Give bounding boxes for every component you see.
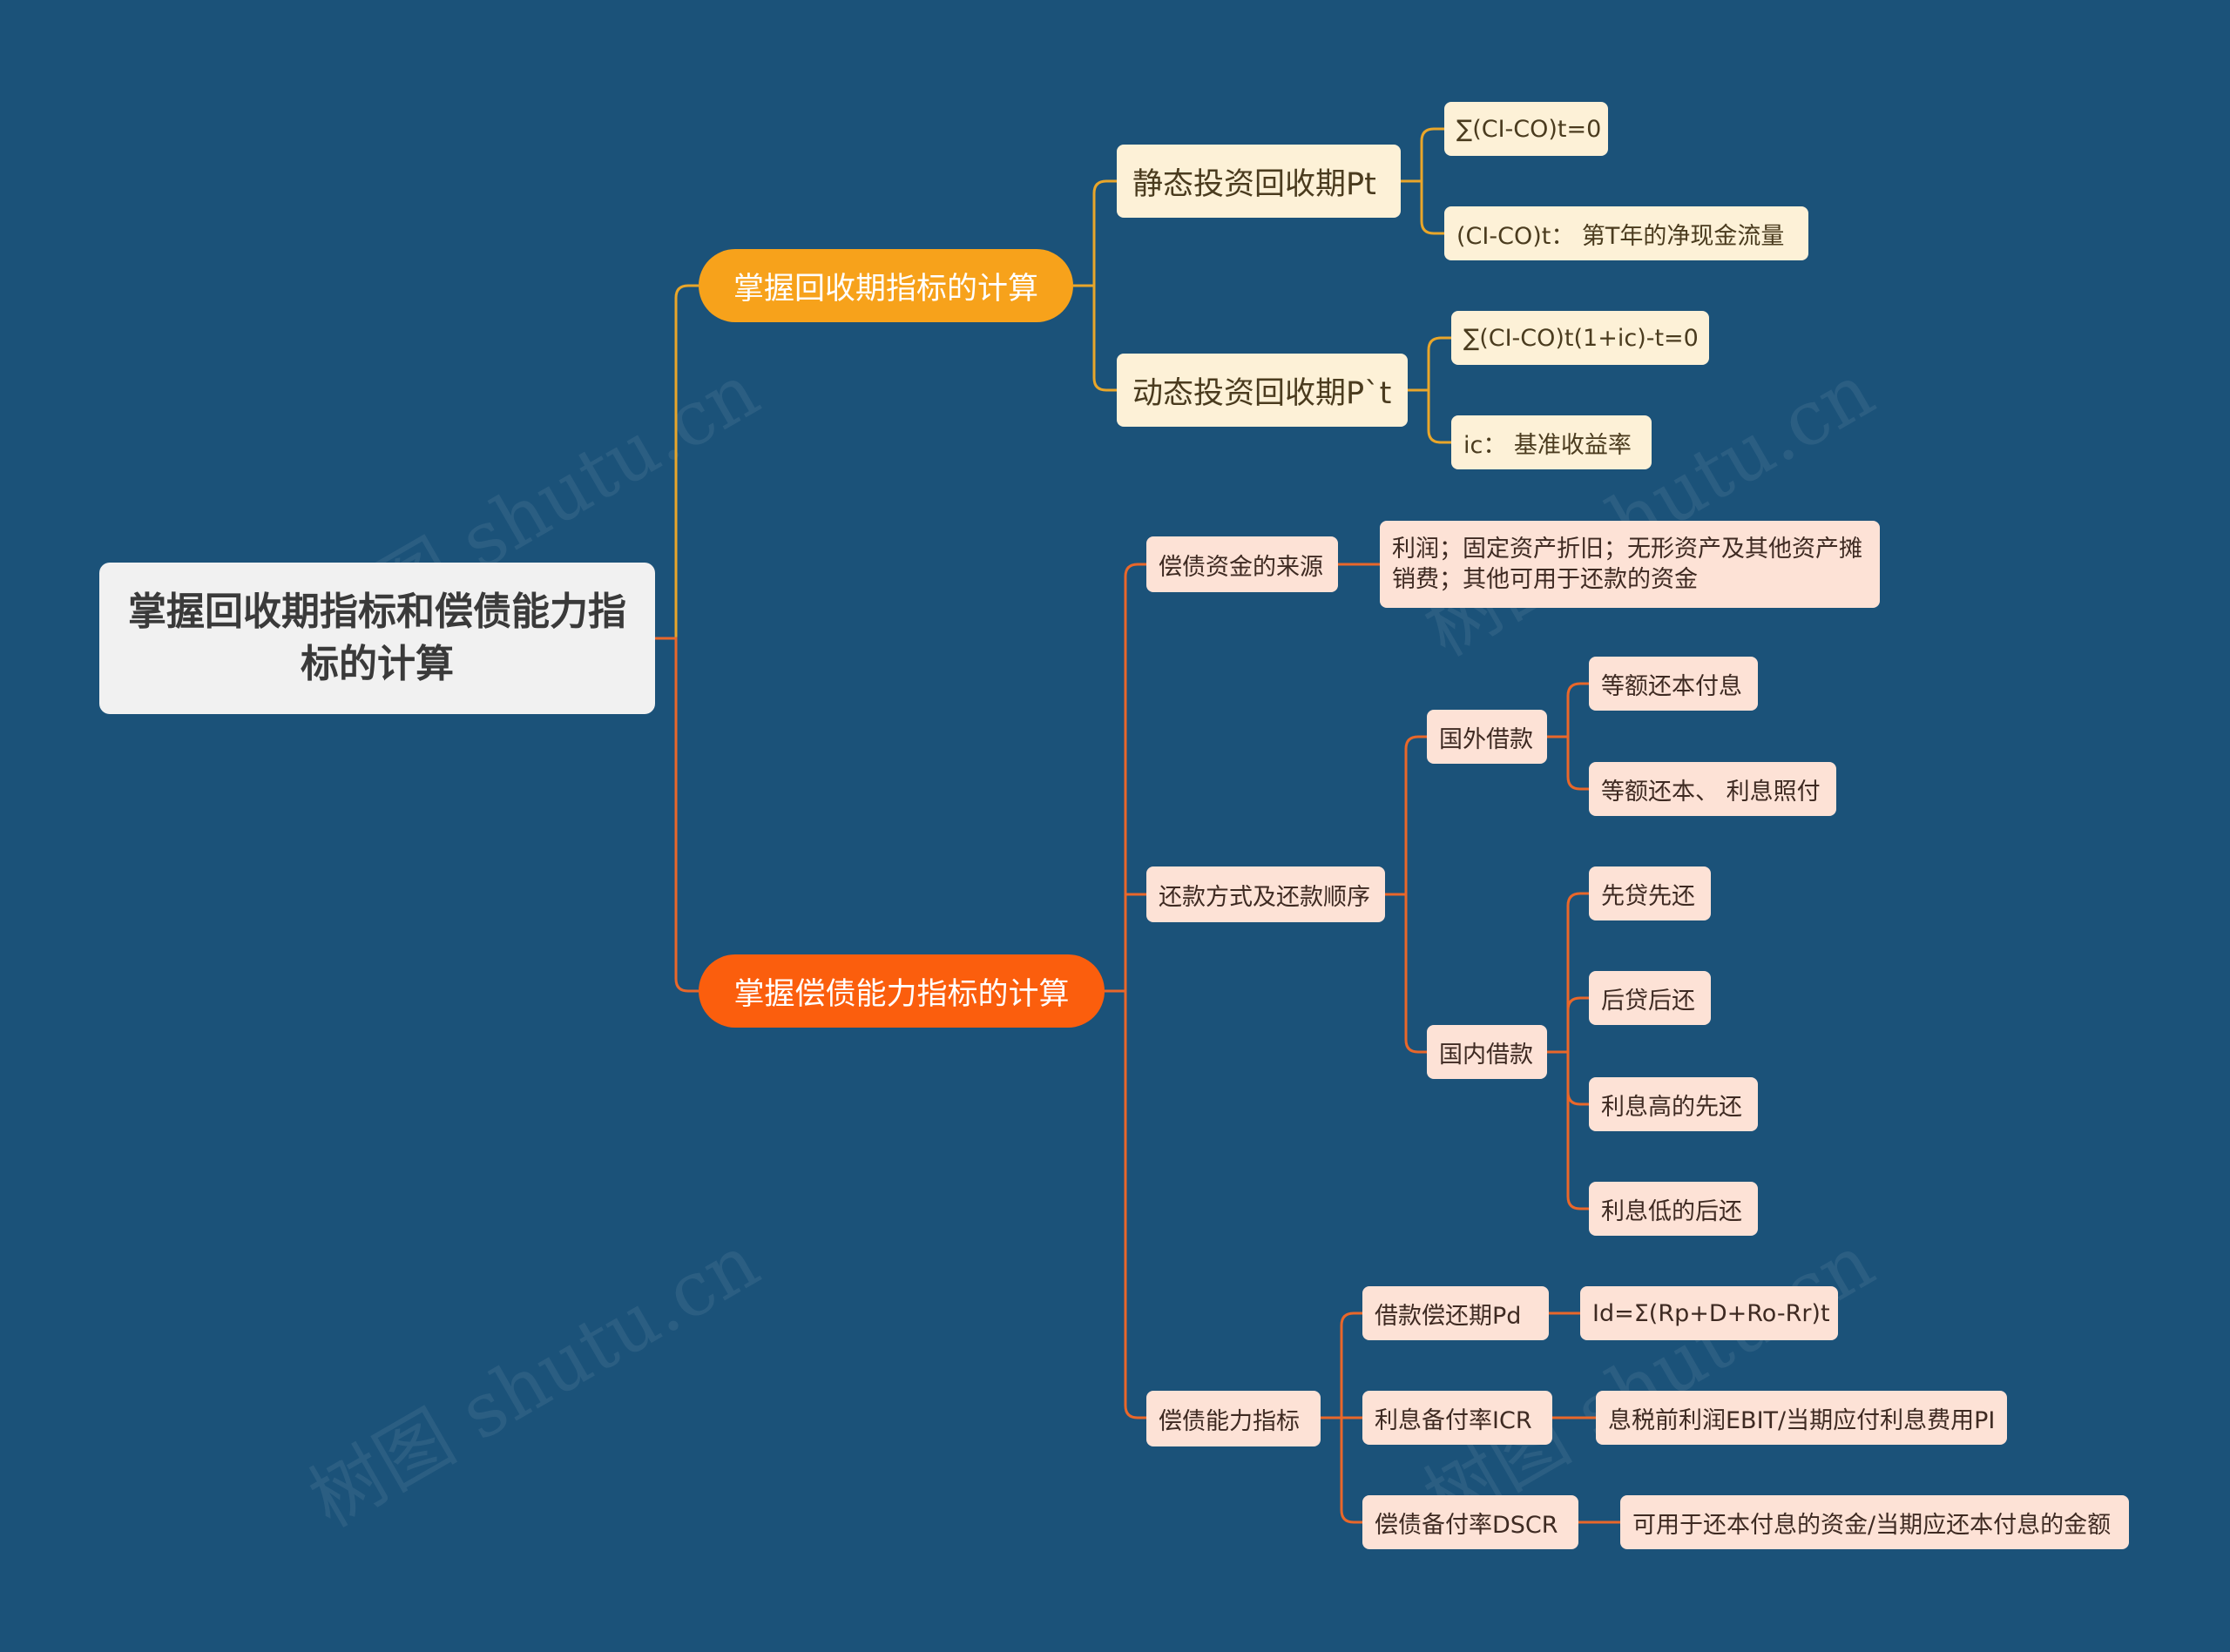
edge-solvency-indicators bbox=[1105, 989, 1146, 1419]
edge-domestic-c2 bbox=[1547, 996, 1589, 1054]
node-repay-method[interactable]: 还款方式及还款顺序 bbox=[1146, 866, 1385, 922]
node-static-definition[interactable]: (CI-CO)t： 第T年的净现金流量 bbox=[1444, 206, 1808, 260]
node-static-formula[interactable]: ∑(CI-CO)t=0 bbox=[1444, 102, 1608, 156]
node-dynamic-formula[interactable]: ∑(CI-CO)t(1+ic)-t=0 bbox=[1451, 311, 1709, 365]
branch-solvency[interactable]: 掌握偿债能力指标的计算 bbox=[699, 954, 1105, 1028]
node-domestic-order-4[interactable]: 利息低的后还 bbox=[1589, 1182, 1758, 1236]
node-pd-formula[interactable]: Id=Σ(Rp+D+Ro-Rr)t bbox=[1580, 1286, 1838, 1340]
edge-dynamic-c1 bbox=[1408, 336, 1451, 392]
edge-static-c1 bbox=[1401, 127, 1444, 183]
edge-static-c2 bbox=[1401, 179, 1444, 235]
edge-foreign-c2 bbox=[1547, 735, 1589, 791]
edge-repay-domestic bbox=[1385, 893, 1427, 1054]
node-icr-formula[interactable]: 息税前利润EBIT/当期应付利息费用PI bbox=[1596, 1391, 2007, 1445]
edge-solvency-repay bbox=[1105, 893, 1146, 993]
edge-domestic-c4 bbox=[1547, 1050, 1589, 1210]
edge-payback-static bbox=[1073, 179, 1117, 287]
node-icr[interactable]: 利息备付率ICR bbox=[1362, 1391, 1552, 1445]
node-domestic-order-3[interactable]: 利息高的先还 bbox=[1589, 1077, 1758, 1131]
edge-foreign-c1 bbox=[1547, 682, 1589, 738]
node-domestic-order-2[interactable]: 后贷后还 bbox=[1589, 971, 1711, 1025]
node-foreign-method-2[interactable]: 等额还本、 利息照付 bbox=[1589, 762, 1836, 816]
node-dynamic-definition[interactable]: ic： 基准收益率 bbox=[1451, 415, 1652, 469]
node-pd[interactable]: 借款偿还期Pd bbox=[1362, 1286, 1549, 1340]
node-dynamic-payback[interactable]: 动态投资回收期P`t bbox=[1117, 354, 1408, 427]
node-foreign-method-1[interactable]: 等额还本付息 bbox=[1589, 657, 1758, 711]
edge-dynamic-c2 bbox=[1408, 388, 1451, 444]
node-foreign-loan[interactable]: 国外借款 bbox=[1427, 710, 1547, 764]
edge-indicators-pd bbox=[1321, 1311, 1362, 1419]
node-domestic-order-1[interactable]: 先贷先还 bbox=[1589, 866, 1711, 920]
node-repay-source-detail[interactable]: 利润；固定资产折旧；无形资产及其他资产摊销费；其他可用于还款的资金 bbox=[1380, 521, 1880, 608]
edge-root-solvency bbox=[655, 637, 699, 993]
edge-indicators-dscr bbox=[1321, 1416, 1362, 1524]
node-static-payback[interactable]: 静态投资回收期Pt bbox=[1117, 145, 1401, 218]
node-dscr-formula[interactable]: 可用于还本付息的资金/当期应还本付息的金额 bbox=[1620, 1495, 2129, 1549]
branch-payback[interactable]: 掌握回收期指标的计算 bbox=[699, 249, 1073, 322]
edge-root-payback bbox=[655, 284, 699, 640]
node-solvency-indicators[interactable]: 偿债能力指标 bbox=[1146, 1391, 1321, 1446]
edge-solvency-source bbox=[1105, 563, 1146, 993]
node-domestic-loan[interactable]: 国内借款 bbox=[1427, 1025, 1547, 1079]
edge-repay-foreign bbox=[1385, 735, 1427, 896]
node-dscr[interactable]: 偿债备付率DSCR bbox=[1362, 1495, 1578, 1549]
edge-domestic-c1 bbox=[1547, 892, 1589, 1054]
root-topic[interactable]: 掌握回收期指标和偿债能力指标的计算 bbox=[99, 563, 655, 714]
edge-payback-dynamic bbox=[1073, 284, 1117, 392]
node-repay-source[interactable]: 偿债资金的来源 bbox=[1146, 536, 1338, 592]
